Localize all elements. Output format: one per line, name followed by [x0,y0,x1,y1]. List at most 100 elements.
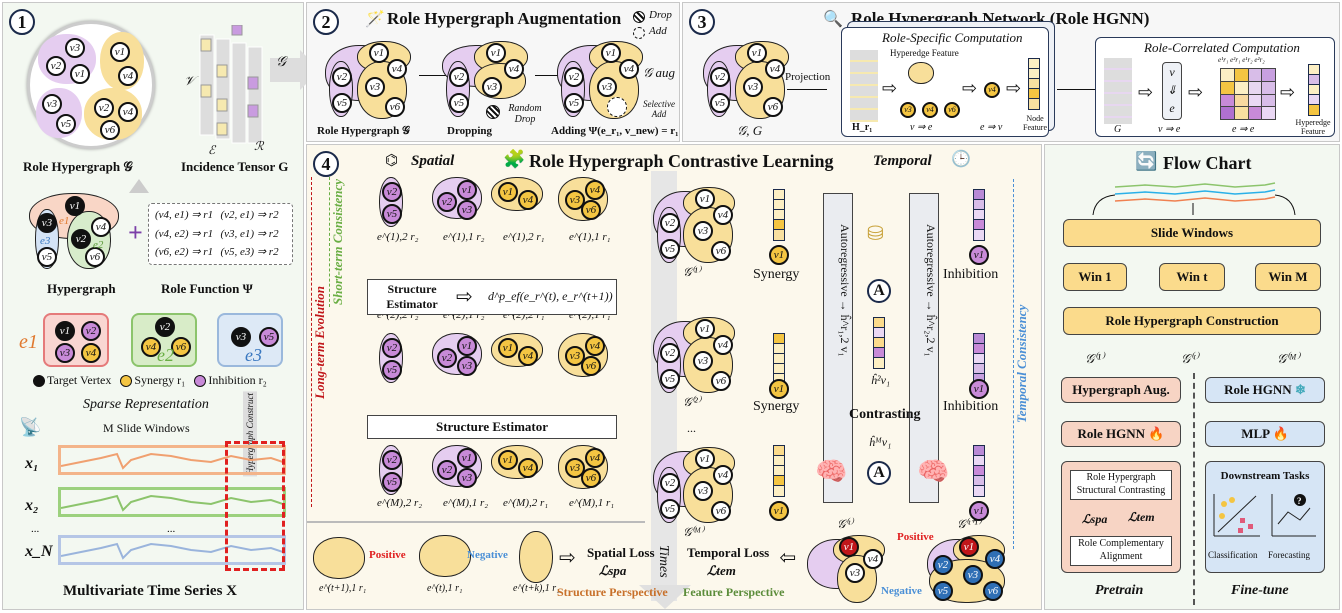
hollow-arrow-icon: ⇨ [1006,78,1022,98]
role-specific-title: Role-Specific Computation [882,30,1023,45]
structure-estimator-2[interactable]: Structure Estimator [367,415,617,439]
node: v3 [365,77,385,97]
incidence-tensor: 𝒱 ℰ ℛ [184,25,268,157]
vector-cell [774,220,784,230]
aggregator-icon: A [867,461,891,485]
node: v6 [85,247,105,267]
vector-cell [1309,65,1319,75]
vector-cell [874,358,884,368]
node: v3 [693,221,713,241]
window-box[interactable]: Win M [1255,263,1321,291]
structure-perspective-label: Structure Perspective [557,585,668,599]
node: v2 [710,67,730,87]
role-hgnn-train-box[interactable]: Role HGNN 🔥 [1061,421,1181,447]
node: v2 [933,555,953,575]
ellipsis: ... [31,523,40,535]
node: v4 [619,59,639,79]
vector-cell [974,344,984,354]
vector-cell [774,364,784,374]
node: v4 [387,59,407,79]
hyperedge [419,535,471,577]
hyperedge-label: e^(1),2 r₂ [377,231,419,243]
slide-windows-label: M Slide Windows [103,421,190,435]
node: v2 [437,192,457,212]
vector-cell [774,486,784,496]
node: v4 [518,346,538,366]
node: v5 [382,360,402,380]
up-arrow-icon [129,179,149,193]
hyperedge-label: e^(1),1 r₁ [569,231,611,243]
window-box[interactable]: Win 1 [1063,263,1127,291]
temporal-loss-symbol: ℒtem [707,563,736,578]
clock-icon: 🕒 [951,151,971,168]
e2v-label: e ⇒ v [980,122,1003,133]
hollow-arrow-icon: ⇨ [1138,82,1154,102]
node: v3 [65,38,85,58]
role-rule: (v6, e2) ⇒ r1 [155,246,214,259]
aug-output-label: 𝒢 aug [643,65,676,80]
node: v3 [693,481,713,501]
node: v2 [564,67,584,87]
node: v5 [660,239,680,259]
slide-windows-box[interactable]: Slide Windows [1063,219,1321,247]
series-label: x_N [25,543,53,560]
hyperedge-label: e^(M),2 r₂ [377,497,423,509]
node: v3 [693,351,713,371]
e2-label: e2 [157,345,174,365]
legend: Target Vertex Synergy r₁ Inhibition r₂ [33,373,267,388]
node: v1 [601,43,621,63]
window-box[interactable]: Win t [1159,263,1225,291]
complementary-alignment-box[interactable]: Role Complementary Alignment [1070,536,1172,566]
hypergraph-aug-box[interactable]: Hypergraph Aug. [1061,377,1181,403]
long-term-evolution-label: Long-term Evolution [311,177,328,507]
inhibition-label: Inhibition [943,399,999,414]
divider [307,521,645,523]
times-label: Times [656,545,671,578]
node: v2 [332,67,352,87]
hyperedge [908,62,934,84]
cycle-icon: 🔄 [1135,151,1158,171]
puzzle-icon: 🧩 [503,149,526,169]
projection-label: Projection [785,71,831,83]
node-target: v1 [55,321,75,341]
edge-box-e2: v2 v4 v6 e2 [131,313,197,367]
node: v2 [46,56,66,76]
node: v6 [100,120,120,140]
ellipsis: ... [167,523,176,535]
node: v1 [70,64,90,84]
synergy-label: Synergy [753,267,800,282]
role-function-label: Role Function Ψ [161,281,253,296]
spatial-sample-label: e^(t),1 r₁ [427,583,463,594]
role-hgnn-frozen-box[interactable]: Role HGNN ❄ [1205,377,1325,403]
hollow-arrow-icon: ⇨ [559,547,576,569]
mlp-box[interactable]: MLP 🔥 [1205,421,1325,447]
node: v1 [110,42,130,62]
node: v4 [118,66,138,86]
temporal-label: Temporal [873,153,932,169]
node: v2 [71,229,91,249]
hollow-arrow-icon: ⇨ [456,286,473,308]
role-hgnn-label: Role HGNN [1077,426,1146,441]
vector-cell [974,354,984,364]
node: v4 [765,59,785,79]
node: v3 [900,102,916,118]
v2e-label: v ⇒ e [910,122,933,133]
node: v3 [743,77,763,97]
node-synergy: v6 [171,337,191,357]
role-hypergraph-label: Role Hypergraph 𝒢 [23,159,133,174]
vector-cell [1029,89,1039,99]
pretrain-label: Pretrain [1095,583,1144,598]
forecasting-label: Forecasting [1268,550,1310,560]
node: v5 [37,247,57,267]
node: v5 [56,114,76,134]
structural-contrasting-box[interactable]: Role Hypergraph Structural Contrasting [1070,470,1172,500]
construction-box[interactable]: Role Hypergraph Construction [1063,307,1321,335]
e3-label: e3 [245,345,262,365]
vector-cell [774,334,784,344]
synergy-vector [773,445,785,497]
